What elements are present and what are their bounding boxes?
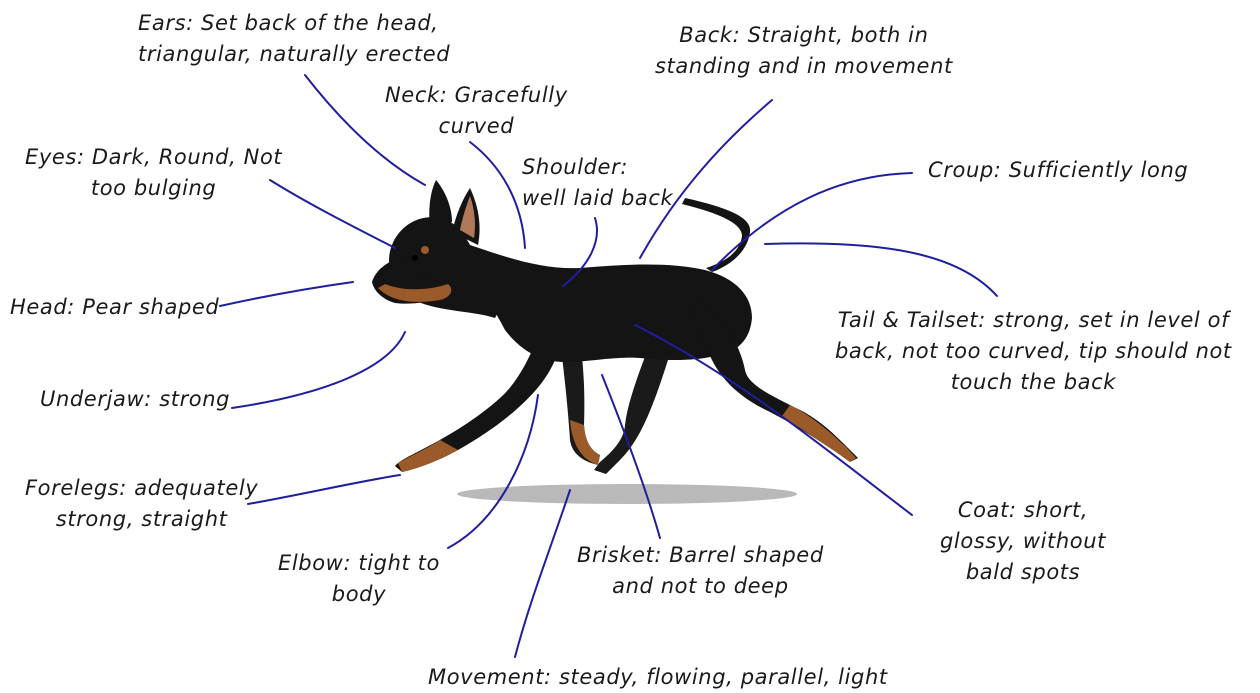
dog-eye xyxy=(412,255,418,261)
head-leader-line xyxy=(220,282,353,306)
tail-label: Tail & Tailset: strong, set in level of … xyxy=(835,305,1232,398)
back-label-line2: standing and in movement xyxy=(655,51,953,82)
eyes-label-line2: too bulging xyxy=(25,173,282,204)
croup-label: Croup: Sufficiently long xyxy=(928,155,1188,186)
brisket-label-line1: Brisket: Barrel shaped xyxy=(577,540,824,571)
dog-near-hind-leg-tan xyxy=(782,405,856,462)
dog-eyebrow-tan xyxy=(421,246,429,254)
forelegs-label-line2: strong, straight xyxy=(25,504,258,535)
forelegs-label-line1: Forelegs: adequately xyxy=(25,473,258,504)
movement-leader-line xyxy=(515,490,570,657)
neck-label-line2: curved xyxy=(385,111,568,142)
croup-label-line1: Croup: Sufficiently long xyxy=(928,155,1188,186)
underjaw-label-line1: Underjaw: strong xyxy=(40,384,230,415)
eyes-label-line1: Eyes: Dark, Round, Not xyxy=(25,142,282,173)
back-label: Back: Straight, both in standing and in … xyxy=(655,20,953,82)
forelegs-label: Forelegs: adequately strong, straight xyxy=(25,473,258,535)
ears-label-line1: Ears: Set back of the head, xyxy=(138,8,450,39)
eyes-label: Eyes: Dark, Round, Not too bulging xyxy=(25,142,282,204)
coat-label-line3: bald spots xyxy=(940,557,1106,588)
neck-label-line1: Neck: Gracefully xyxy=(385,80,568,111)
underjaw-label: Underjaw: strong xyxy=(40,384,230,415)
coat-label-line2: glossy, without xyxy=(940,526,1106,557)
back-label-line1: Back: Straight, both in xyxy=(655,20,953,51)
movement-label-line1: Movement: steady, flowing, parallel, lig… xyxy=(428,662,888,693)
head-label-line1: Head: Pear shaped xyxy=(10,292,219,323)
underjaw-leader-line xyxy=(232,332,405,408)
elbow-label-line1: Elbow: tight to xyxy=(278,548,440,579)
tail-leader-line xyxy=(765,243,997,296)
dog-ear-far xyxy=(429,180,452,228)
coat-label: Coat: short, glossy, without bald spots xyxy=(940,495,1106,588)
tail-label-line3: touch the back xyxy=(835,367,1232,398)
tail-label-line2: back, not too curved, tip should not xyxy=(835,336,1232,367)
tail-label-line1: Tail & Tailset: strong, set in level of xyxy=(835,305,1232,336)
elbow-label-line2: body xyxy=(278,579,440,610)
neck-label: Neck: Gracefully curved xyxy=(385,80,568,142)
head-label: Head: Pear shaped xyxy=(10,292,219,323)
shoulder-label-line2: well laid back xyxy=(522,183,673,214)
eyes-leader-line xyxy=(270,180,395,248)
dog-illustration xyxy=(372,180,858,474)
shoulder-label: Shoulder: well laid back xyxy=(522,152,673,214)
shoulder-label-line1: Shoulder: xyxy=(522,152,673,183)
movement-label: Movement: steady, flowing, parallel, lig… xyxy=(428,662,888,693)
brisket-label: Brisket: Barrel shaped and not to deep xyxy=(577,540,824,602)
dog-tail xyxy=(682,198,750,272)
forelegs-leader-line xyxy=(248,475,400,504)
coat-label-line1: Coat: short, xyxy=(940,495,1106,526)
elbow-label: Elbow: tight to body xyxy=(278,548,440,610)
brisket-label-line2: and not to deep xyxy=(577,571,824,602)
ears-label-line2: triangular, naturally erected xyxy=(138,39,450,70)
ears-label: Ears: Set back of the head, triangular, … xyxy=(138,8,450,70)
